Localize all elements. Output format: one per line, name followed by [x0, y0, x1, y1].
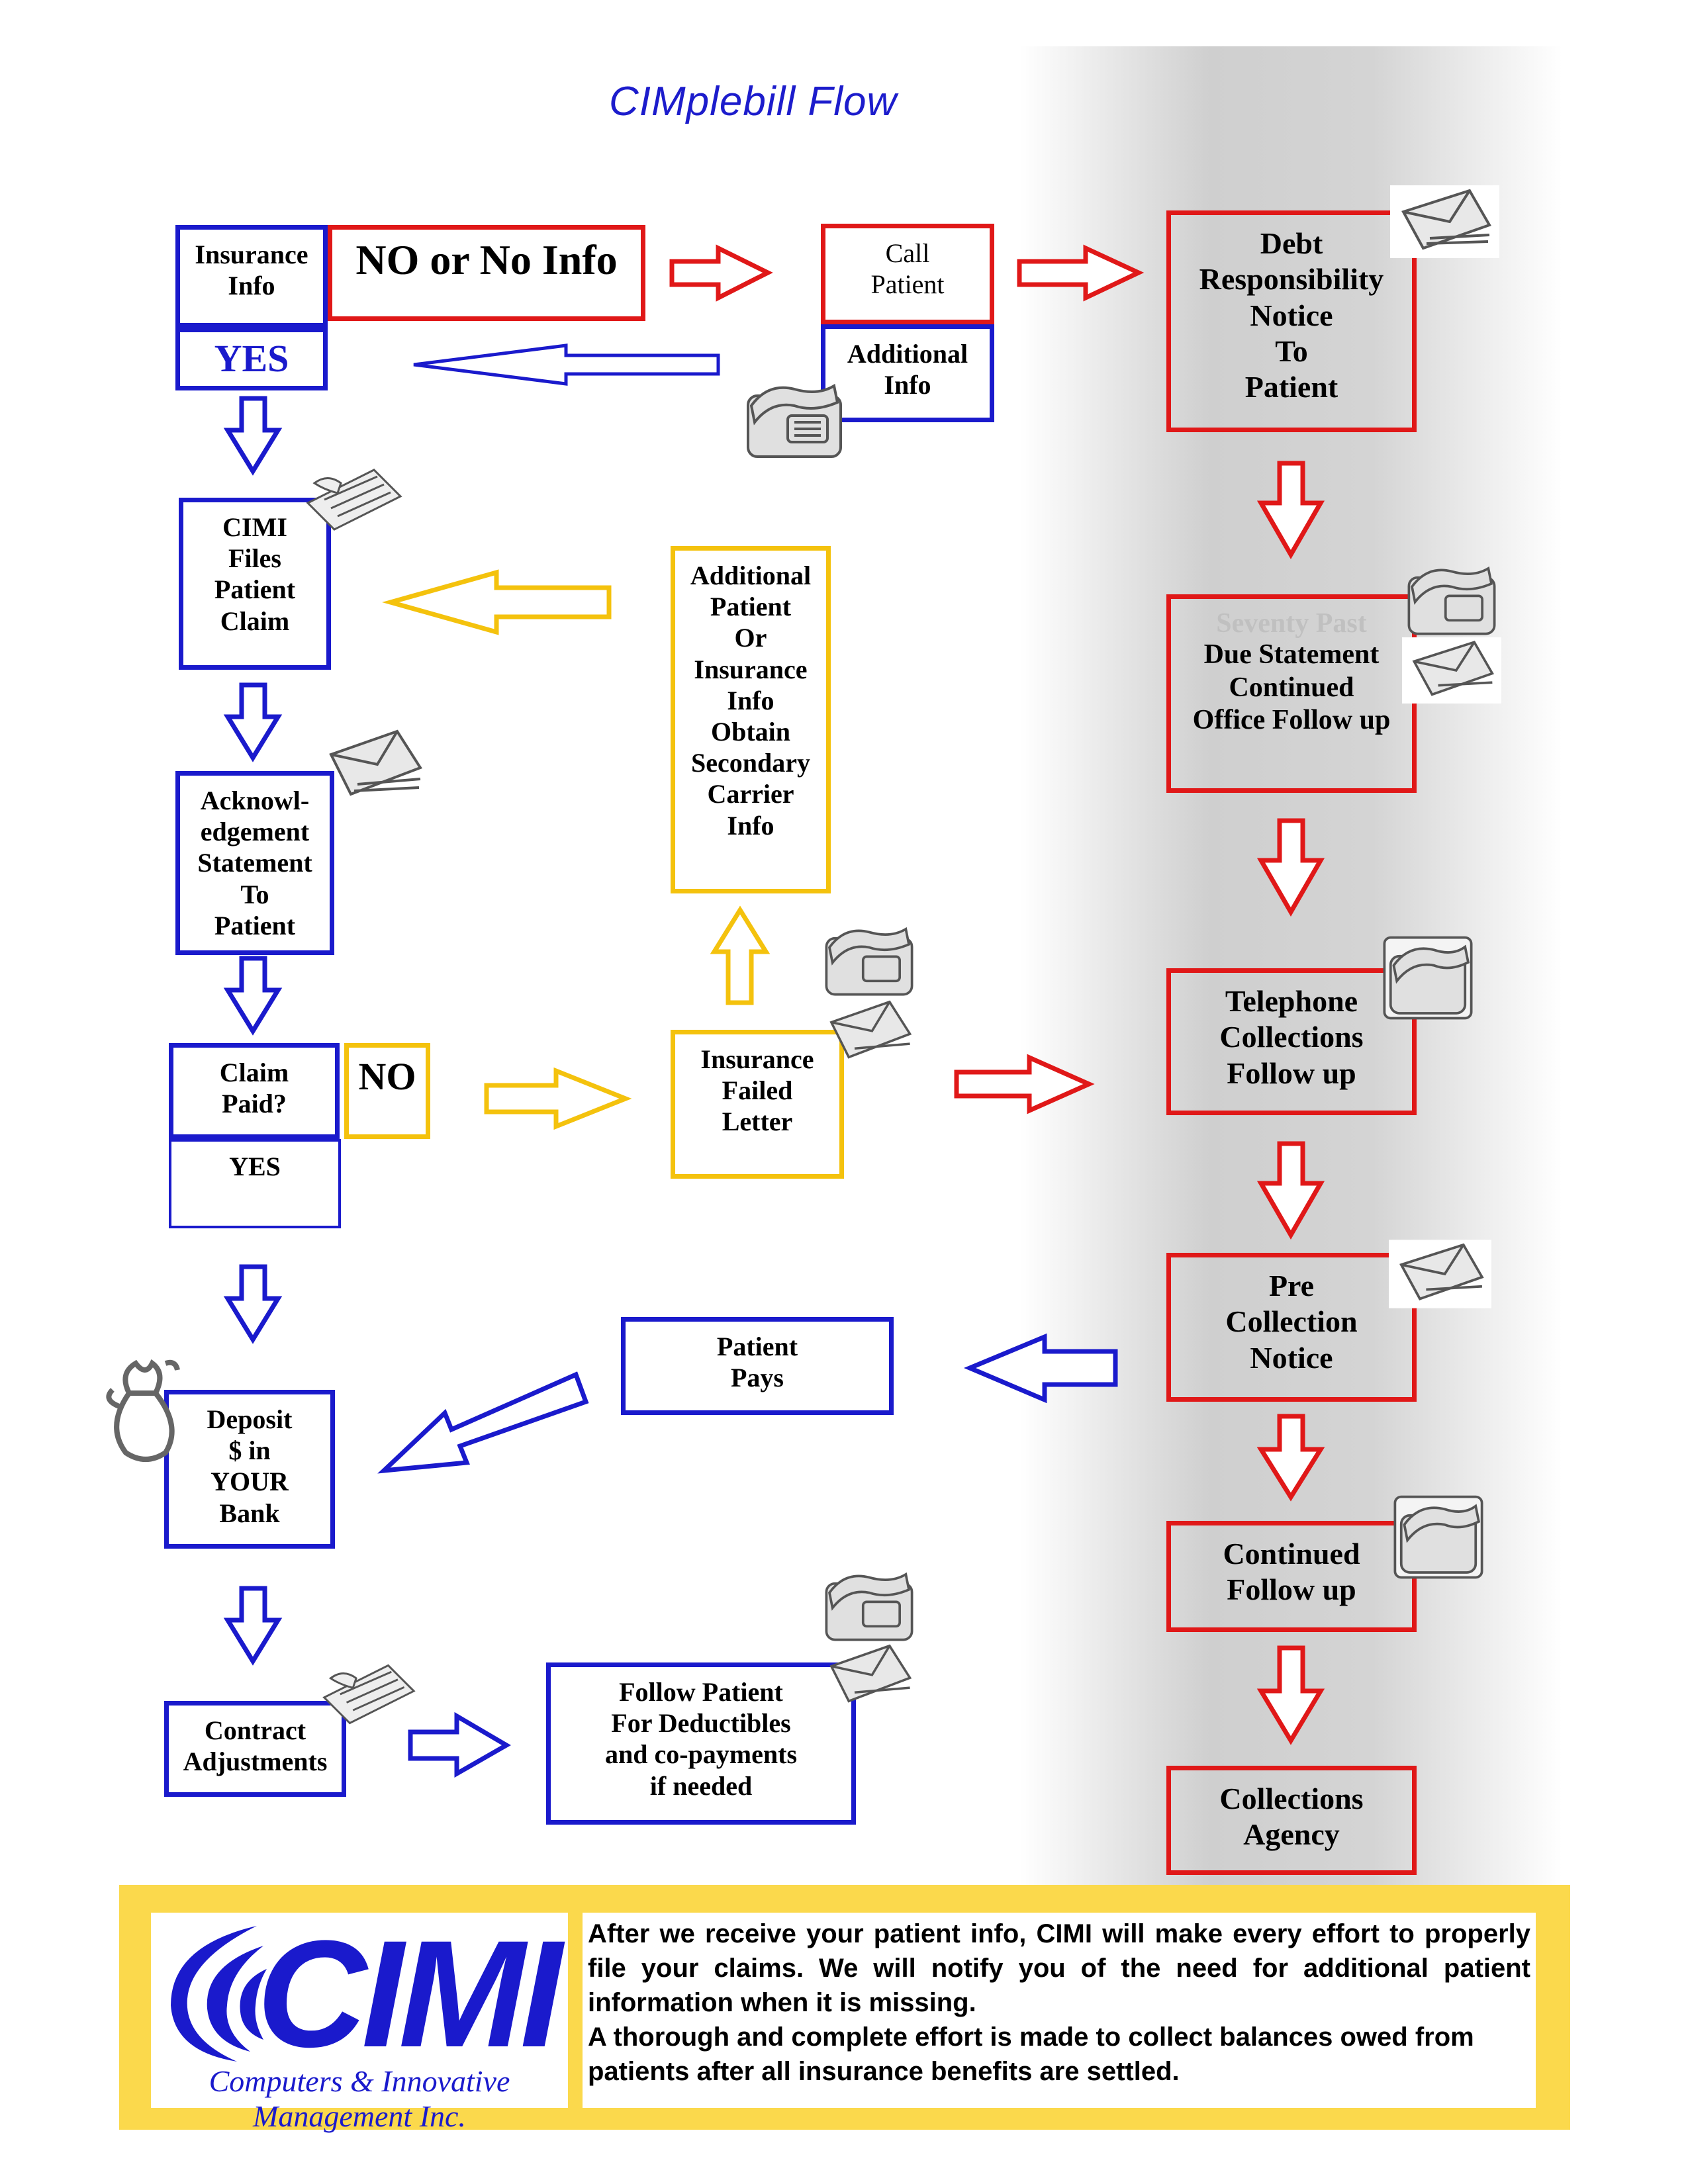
- logo-subtitle: Computers & Innovative Management Inc.: [209, 2064, 510, 2133]
- arrow-up-yellow: [710, 905, 771, 1005]
- arrow-diagonal-deposit: [377, 1371, 589, 1474]
- cimi-logo: CIMI Computers & Innovative Management I…: [151, 1909, 568, 2133]
- arrow-down-r1: [1256, 461, 1325, 560]
- seventy-day-text: Seventy Past: [1216, 608, 1367, 639]
- page-title: CIMplebill Flow: [609, 79, 898, 124]
- patient-pays-box: Patient Pays: [621, 1317, 894, 1415]
- insurance-failed-box: Insurance Failed Letter: [671, 1030, 844, 1179]
- additional-patient-box: Additional Patient Or Insurance Info Obt…: [671, 546, 831, 893]
- telephone-icon: [825, 927, 914, 996]
- arrow-down-1: [223, 396, 283, 476]
- envelope-icon: [329, 729, 423, 796]
- yes-mid-box: YES: [169, 1139, 341, 1228]
- collections-agency-box: Collections Agency: [1166, 1766, 1417, 1875]
- past-due-text: Due Statement Continued Office Follow up: [1192, 639, 1391, 736]
- arrow-right-call: [1017, 244, 1145, 302]
- arrow-down-r5: [1256, 1645, 1325, 1745]
- money-bag-icon: [106, 1359, 180, 1462]
- no-mid-box: NO: [344, 1043, 430, 1139]
- telephone-icon: [825, 1572, 914, 1641]
- continued-follow-up-box: Continued Follow up: [1166, 1521, 1417, 1632]
- debt-notice-box: Debt Responsibility Notice To Patient: [1166, 210, 1417, 432]
- follow-patient-box: Follow Patient For Deductibles and co-pa…: [546, 1662, 856, 1825]
- arrow-right-no-info: [669, 244, 773, 302]
- arrow-down-4: [223, 1264, 283, 1344]
- additional-info-box: Additional Info: [821, 324, 994, 422]
- telephone-collections-box: Telephone Collections Follow up: [1166, 968, 1417, 1115]
- arrow-right-follow: [408, 1711, 511, 1778]
- arrow-down-r2: [1256, 818, 1325, 917]
- arrow-right-failed: [954, 1054, 1095, 1115]
- telephone-icon: [1407, 566, 1496, 635]
- footer-paragraph-1: After we receive your patient info, CIMI…: [588, 1919, 1530, 2017]
- cimi-files-box: CIMI Files Patient Claim: [179, 498, 331, 670]
- yes-top-box: YES: [175, 328, 328, 390]
- envelope-icon: [1390, 185, 1499, 258]
- arrow-down-r3: [1256, 1141, 1325, 1240]
- envelope-icon: [1402, 637, 1501, 704]
- logo-text: CIMI: [257, 1909, 562, 2079]
- envelope-icon: [1389, 1240, 1491, 1308]
- acknowledgement-box: Acknowl- edgement Statement To Patient: [175, 771, 334, 955]
- telephone-icon: [1383, 936, 1473, 1020]
- keyboard-icon: [306, 469, 402, 531]
- no-or-no-info-box: NO or No Info: [328, 225, 645, 321]
- keyboard-icon: [322, 1664, 416, 1725]
- contract-adjustments-box: Contract Adjustments: [164, 1701, 346, 1797]
- arrow-down-3: [223, 956, 283, 1036]
- claim-paid-box: Claim Paid?: [169, 1043, 340, 1139]
- logo-swirl-icon: [171, 1926, 267, 2062]
- arrow-down-5: [223, 1586, 283, 1666]
- telephone-icon: [747, 383, 842, 458]
- arrow-right-no: [484, 1067, 632, 1130]
- call-patient-box: Call Patient: [821, 224, 994, 324]
- pre-collection-box: Pre Collection Notice: [1166, 1253, 1417, 1402]
- envelope-icon: [829, 1000, 912, 1059]
- telephone-icon: [1393, 1495, 1483, 1579]
- footer-note: After we receive your patient info, CIMI…: [583, 1913, 1536, 2108]
- insurance-info-box: Insurance Info: [175, 225, 328, 328]
- arrow-left-cimi: [382, 569, 612, 635]
- arrow-down-r4: [1256, 1414, 1325, 1502]
- arrow-left-pays: [963, 1333, 1118, 1404]
- arrow-left-yes: [413, 343, 720, 386]
- footer-paragraph-2: A thorough and complete effort is made t…: [588, 2023, 1474, 2086]
- envelope-icon: [829, 1644, 912, 1703]
- arrow-down-2: [223, 682, 283, 762]
- deposit-box: Deposit $ in YOUR Bank: [164, 1390, 335, 1549]
